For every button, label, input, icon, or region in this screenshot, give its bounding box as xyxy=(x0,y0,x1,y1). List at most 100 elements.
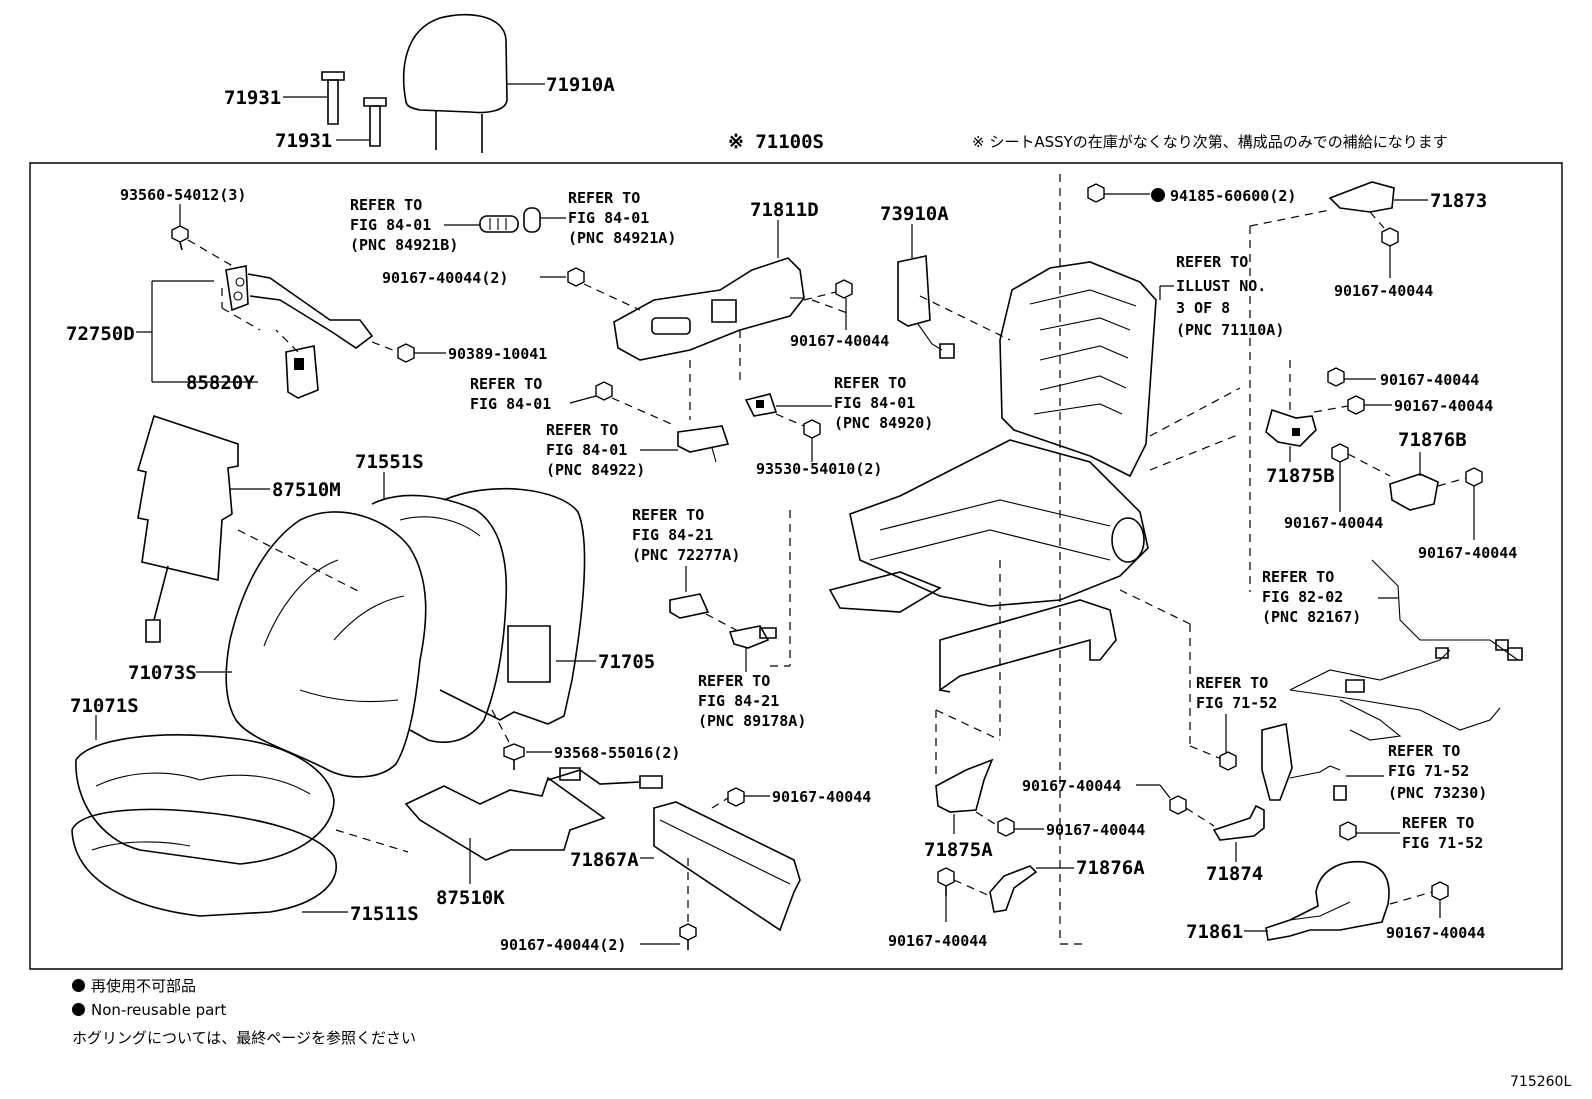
ref-71110A-l2: ILLUST NO. xyxy=(1176,277,1266,295)
legend-jp: 再使用不可部品 xyxy=(72,975,196,996)
diagram-code: 715260L xyxy=(1510,1074,1572,1090)
bolt-c[interactable] xyxy=(728,788,744,806)
nut-90389[interactable] xyxy=(398,344,414,362)
seat-belt-buckle[interactable] xyxy=(1262,724,1346,800)
seat-side-shield[interactable] xyxy=(614,258,804,360)
cover-71874[interactable] xyxy=(1214,806,1264,840)
headrest-label: 71910A xyxy=(546,74,615,96)
svg-text:REFER TO: REFER TO xyxy=(350,196,422,214)
side-airbag[interactable] xyxy=(898,256,954,358)
bolt-93560[interactable] xyxy=(172,226,188,250)
seat-back-heater[interactable] xyxy=(138,416,238,642)
bolt-k[interactable] xyxy=(1170,796,1186,814)
clip-93568-label: 93568-55016(2) xyxy=(554,744,680,762)
ref-84921B-label[interactable]: REFER TO FIG 84-01 (PNC 84921B) xyxy=(350,196,458,254)
headrest-guide-b[interactable] xyxy=(336,98,386,146)
svg-text:(PNC 84920): (PNC 84920) xyxy=(834,414,933,432)
bolt-d[interactable] xyxy=(680,924,696,950)
seat-back-pad[interactable] xyxy=(372,495,506,742)
svg-text:(PNC 72277A): (PNC 72277A) xyxy=(632,546,740,564)
bolt-j[interactable] xyxy=(998,818,1014,836)
seat-cushion-cover[interactable] xyxy=(76,735,334,864)
ref-84920-label[interactable]: REFER TO FIG 84-01 (PNC 84920) xyxy=(834,374,933,432)
svg-text:(PNC 84921A): (PNC 84921A) xyxy=(568,229,676,247)
cover-71861[interactable] xyxy=(1266,862,1389,940)
ref-71-52b-label[interactable]: REFER TO FIG 71-52 xyxy=(1402,814,1483,852)
cover-71875A-label: 71875A xyxy=(924,839,993,861)
cover-71874-label: 71874 xyxy=(1206,863,1263,885)
svg-text:REFER TO: REFER TO xyxy=(568,189,640,207)
lumbar-switch[interactable] xyxy=(286,346,318,398)
bolt-l[interactable] xyxy=(938,868,954,896)
screw-93530[interactable] xyxy=(804,420,820,438)
seat-cushion-pad[interactable] xyxy=(72,809,336,916)
cushion-heater-label: 87510K xyxy=(436,887,505,909)
bolt-ref-84-01[interactable] xyxy=(596,382,612,400)
bolt-b[interactable] xyxy=(836,280,852,298)
seat-switch-72277A[interactable] xyxy=(670,594,708,618)
hog-ring-note: ホグリングについては、最終ページを参照ください xyxy=(72,1029,416,1047)
cover-71876A[interactable] xyxy=(990,866,1036,912)
bolt-g[interactable] xyxy=(1348,396,1364,414)
seat-back-board[interactable] xyxy=(440,489,585,724)
lower-cover-label: 71867A xyxy=(570,849,639,871)
ref-82167-label[interactable]: REFER TO FIG 82-02 (PNC 82167) xyxy=(1262,568,1361,626)
screw-93530-label: 93530-54010(2) xyxy=(756,460,882,478)
seat-lower-cover[interactable] xyxy=(654,802,800,930)
cover-71876A-label: 71876A xyxy=(1076,857,1145,879)
nut-71-52a[interactable] xyxy=(1220,752,1236,770)
seat-switch-84920[interactable] xyxy=(746,394,776,416)
bolt-f[interactable] xyxy=(1328,368,1344,386)
seat-wire-harness[interactable] xyxy=(1290,560,1522,740)
switch-knob-b[interactable] xyxy=(480,216,518,232)
bolt-m[interactable] xyxy=(1432,882,1448,900)
cover-71875B[interactable] xyxy=(1266,410,1316,446)
headrest[interactable] xyxy=(404,15,545,153)
back-board-label: 71705 xyxy=(598,651,655,673)
bolt-g-label: 90167-40044 xyxy=(1394,397,1493,415)
ref-84922-label[interactable]: REFER TO FIG 84-01 (PNC 84922) xyxy=(546,421,645,479)
lumbar-support[interactable] xyxy=(226,266,372,348)
seat-switch-89178A[interactable] xyxy=(730,626,776,648)
cover-71875A[interactable] xyxy=(936,760,992,812)
bolt-h[interactable] xyxy=(1332,444,1348,462)
switch-knob-a[interactable] xyxy=(524,208,540,232)
cover-71876B[interactable] xyxy=(1390,474,1438,510)
svg-text:(PNC 84921B): (PNC 84921B) xyxy=(350,236,458,254)
nut-94185[interactable] xyxy=(1088,184,1104,202)
svg-text:REFER TO: REFER TO xyxy=(1196,674,1268,692)
ref-72277A-label[interactable]: REFER TO FIG 84-21 (PNC 72277A) xyxy=(632,506,740,564)
non-reusable-dot-icon xyxy=(72,1003,85,1016)
svg-text:(PNC 73230): (PNC 73230) xyxy=(1388,784,1487,802)
nut-71-52b[interactable] xyxy=(1340,822,1356,840)
seat-back-cover[interactable] xyxy=(226,512,426,777)
ref-71110A-l3: 3 OF 8 xyxy=(1176,299,1230,317)
bolt-93560-label: 93560-54012(3) xyxy=(120,186,246,204)
clip-93568[interactable] xyxy=(504,744,524,770)
ref-84-01-label[interactable]: REFER TO FIG 84-01 xyxy=(470,375,551,413)
ref-89178A-label[interactable]: REFER TO FIG 84-21 (PNC 89178A) xyxy=(698,672,806,730)
seat-cushion-heater[interactable] xyxy=(406,768,662,860)
bolt-e[interactable] xyxy=(1382,228,1398,246)
seat-frame-assy[interactable] xyxy=(830,262,1156,692)
ref-71110A-l1: REFER TO xyxy=(1176,253,1248,271)
svg-text:REFER TO: REFER TO xyxy=(1388,742,1460,760)
bolt-c-label: 90167-40044 xyxy=(772,788,871,806)
non-reusable-dot-icon xyxy=(1151,188,1165,202)
ref-73230-label[interactable]: REFER TO FIG 71-52 (PNC 73230) xyxy=(1388,742,1487,802)
bolt-i[interactable] xyxy=(1466,468,1482,486)
diagram-frame xyxy=(30,163,1562,969)
seat-switch-84922[interactable] xyxy=(678,426,728,462)
seat-assy-label: ※ 71100S xyxy=(728,131,824,153)
bolt-a[interactable] xyxy=(568,268,584,286)
cushion-cover-label: 71071S xyxy=(70,695,139,717)
headrest-guide-a[interactable] xyxy=(283,72,344,124)
svg-text:FIG 84-01: FIG 84-01 xyxy=(470,395,551,413)
lumbar-switch-label: 85820Y xyxy=(186,372,255,394)
hinge-cover-71873[interactable] xyxy=(1330,182,1394,212)
nut-90389-label: 90389-10041 xyxy=(448,345,547,363)
ref-84921A-label[interactable]: REFER TO FIG 84-01 (PNC 84921A) xyxy=(568,189,676,247)
ref-71-52a-label[interactable]: REFER TO FIG 71-52 xyxy=(1196,674,1277,712)
svg-text:REFER TO: REFER TO xyxy=(1262,568,1334,586)
bolt-i-label: 90167-40044 xyxy=(1418,544,1517,562)
